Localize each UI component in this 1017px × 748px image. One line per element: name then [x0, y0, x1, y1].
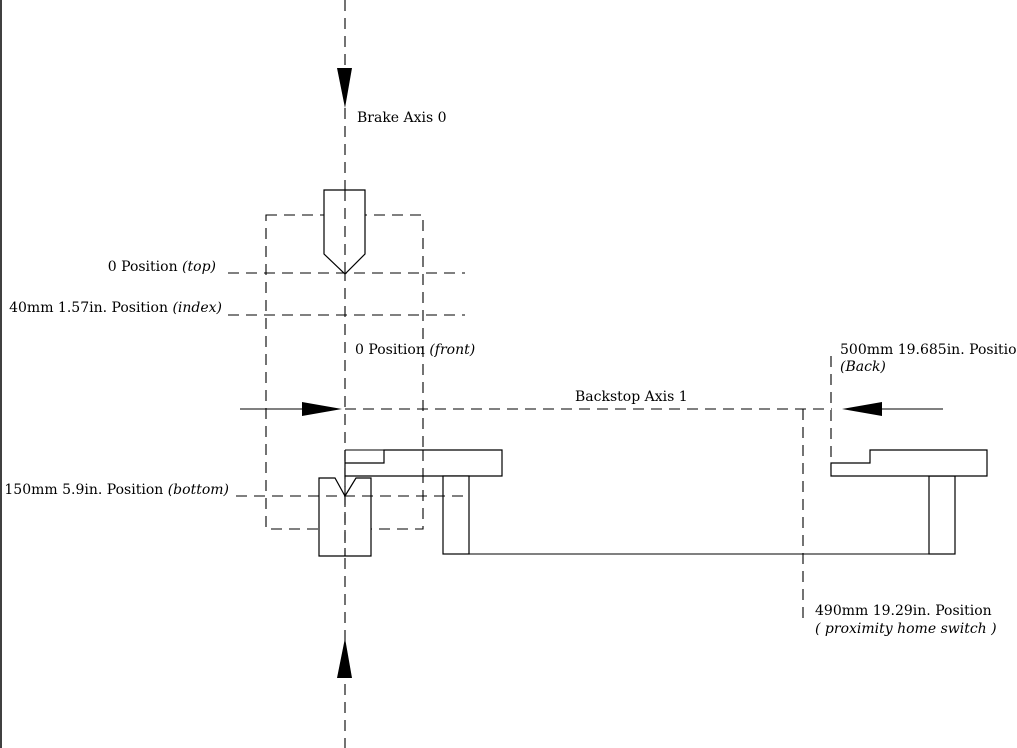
front-post [442, 475, 470, 555]
backstop-front-arrow [302, 402, 342, 416]
top-position-label: 0 Position (top) [108, 259, 216, 275]
brake-axis-bottom-arrow [337, 638, 352, 678]
home-switch-position-label: 490mm 19.29in. Position [815, 603, 992, 619]
back-position-sublabel: (Back) [840, 359, 886, 375]
home-switch-position-sublabel: ( proximity home switch ) [815, 621, 997, 637]
rear-stop-finger [830, 449, 988, 477]
front-position-label: 0 Position (front) [355, 342, 475, 358]
back-position-label: 500mm 19.685in. Position [840, 342, 1017, 358]
rear-post [928, 475, 956, 555]
index-position-label: 40mm 1.57in. Position (index) [9, 300, 222, 316]
backstop-back-arrow [842, 402, 882, 416]
brake-axis-top-arrow [337, 68, 352, 108]
backstop-axis-label: Backstop Axis 1 [575, 389, 688, 405]
bottom-position-label: 150mm 5.9in. Position (bottom) [4, 482, 229, 498]
brake-axis-label: Brake Axis 0 [357, 110, 447, 126]
